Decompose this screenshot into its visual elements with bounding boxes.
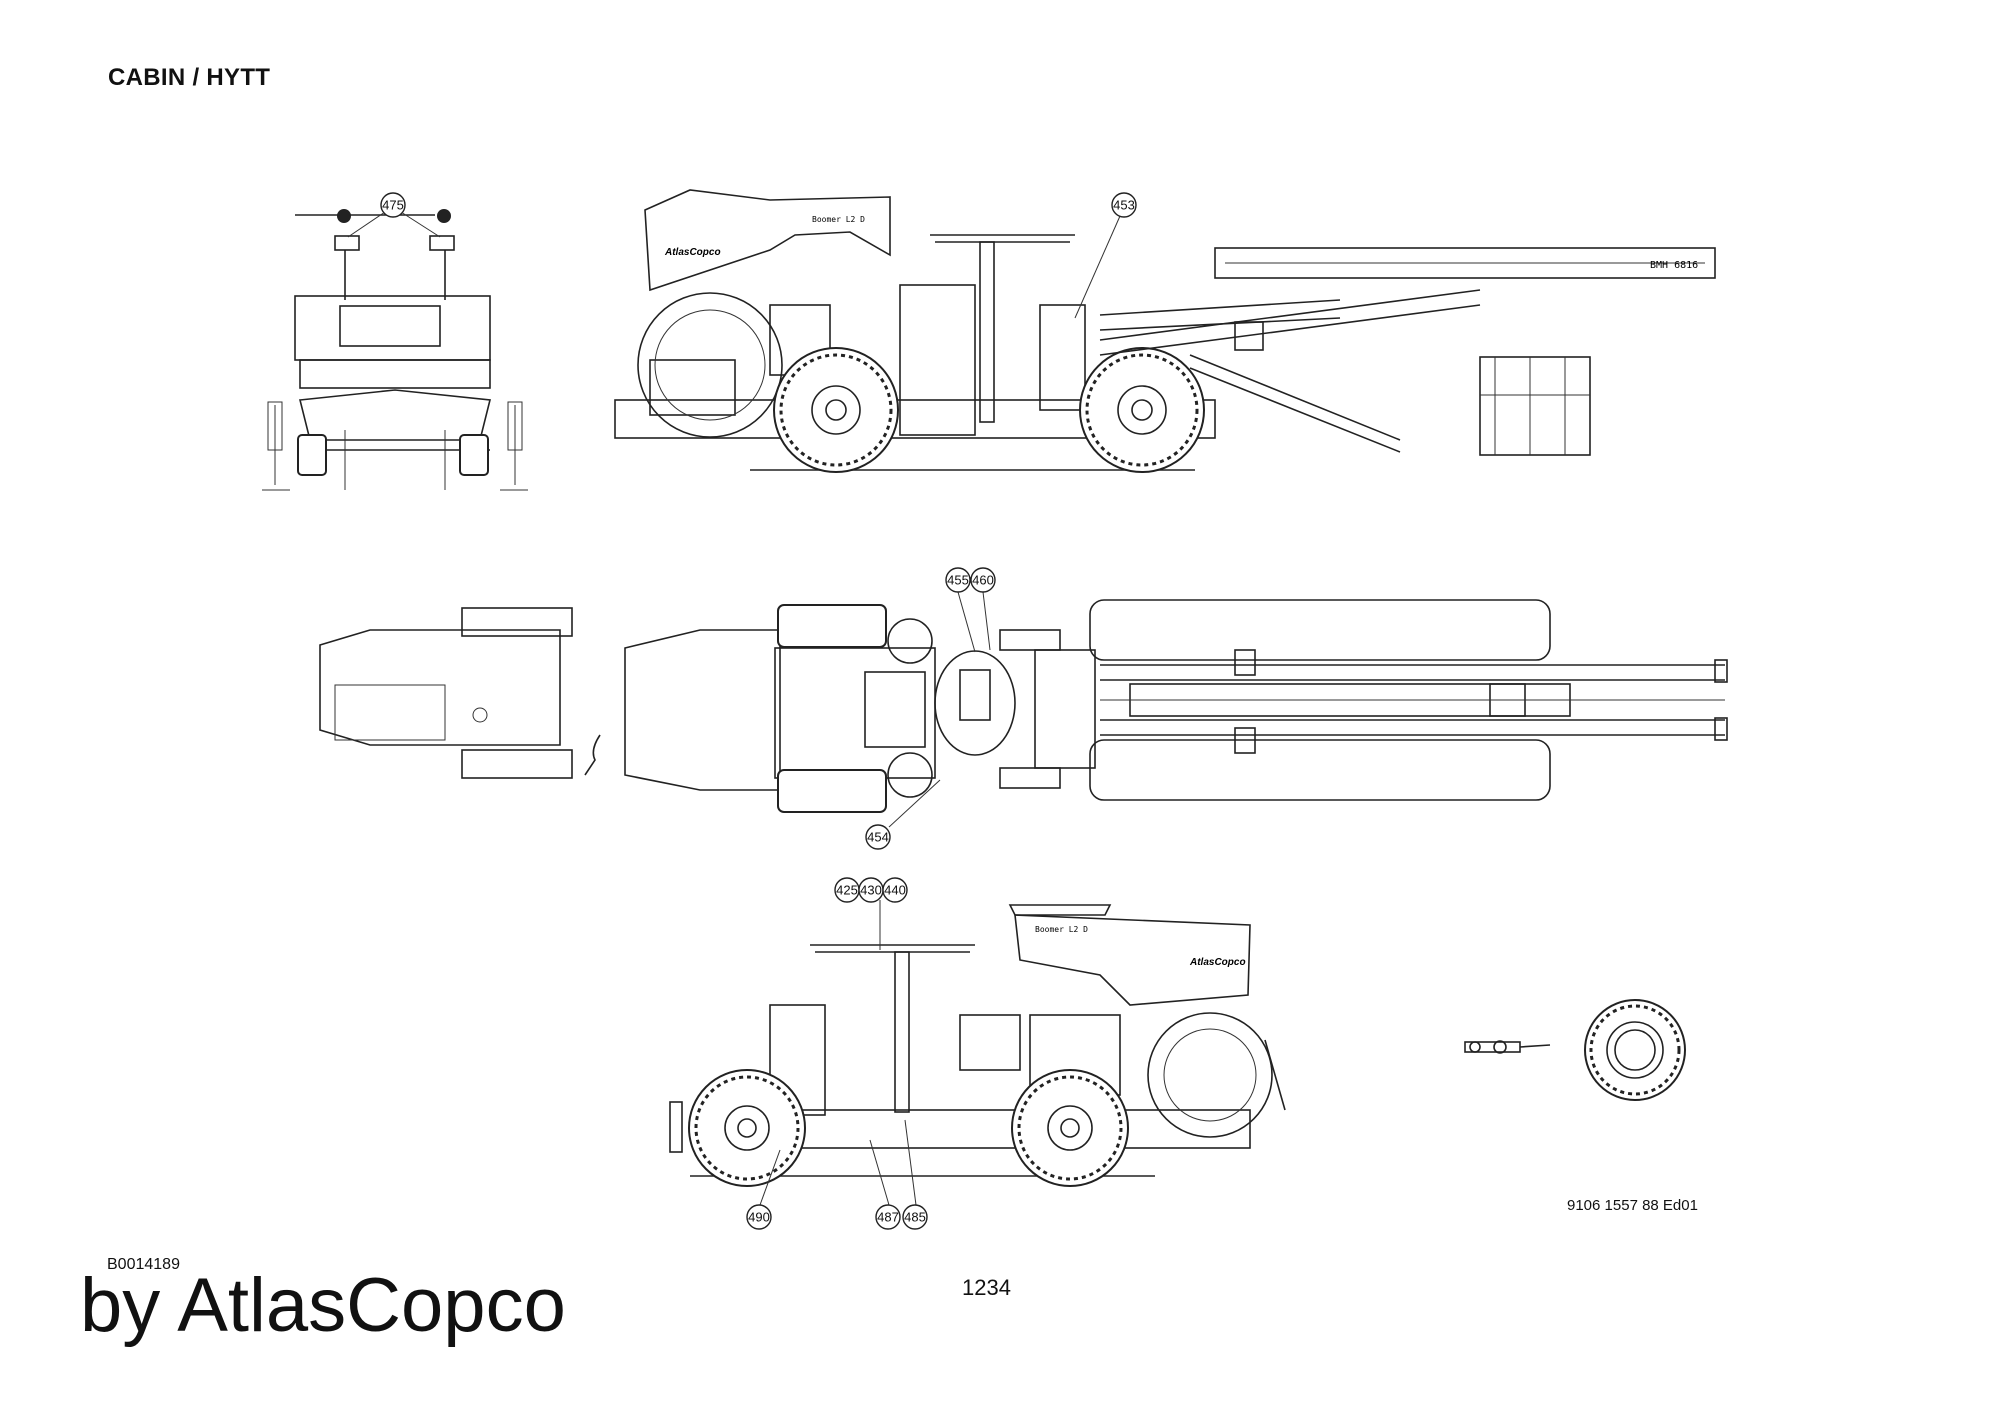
brand-line: by AtlasCopco bbox=[80, 1263, 566, 1348]
svg-text:453: 453 bbox=[1113, 198, 1135, 213]
feed-label: BMH 6816 bbox=[1650, 260, 1698, 271]
svg-text:425: 425 bbox=[836, 883, 858, 898]
callout-440: 440 bbox=[882, 877, 908, 903]
svg-text:430: 430 bbox=[860, 883, 882, 898]
callout-475: 475 bbox=[380, 192, 406, 218]
svg-text:485: 485 bbox=[904, 1210, 926, 1225]
top-view bbox=[319, 599, 1728, 813]
svg-text:440: 440 bbox=[884, 883, 906, 898]
model-label-side: Boomer L2 D bbox=[812, 215, 865, 224]
svg-text:487: 487 bbox=[877, 1210, 899, 1225]
side-view-bottom: Boomer L2 D AtlasCopco bbox=[669, 904, 1286, 1187]
svg-text:460: 460 bbox=[972, 573, 994, 588]
callout-430: 430 bbox=[858, 877, 884, 903]
svg-text:475: 475 bbox=[382, 198, 404, 213]
callout-487: 487 bbox=[875, 1204, 901, 1230]
svg-text:454: 454 bbox=[867, 830, 889, 845]
drawing-number: 9106 1557 88 Ed01 bbox=[1567, 1197, 1698, 1214]
callout-453: 453 bbox=[1111, 192, 1137, 218]
model-label-lower: Boomer L2 D bbox=[1035, 925, 1088, 934]
side-view-top: Boomer L2 D AtlasCopco BMH 6816 bbox=[614, 189, 1716, 473]
callout-460: 460 bbox=[970, 567, 996, 593]
leader-lines bbox=[347, 211, 1121, 1206]
callout-425: 425 bbox=[834, 877, 860, 903]
reference-code: B0014189 bbox=[107, 1256, 180, 1273]
front-view bbox=[262, 209, 528, 491]
page-title: CABIN / HYTT bbox=[108, 64, 271, 91]
svg-text:455: 455 bbox=[947, 573, 969, 588]
callout-485: 485 bbox=[902, 1204, 928, 1230]
maker-label-lower: AtlasCopco bbox=[1189, 957, 1246, 968]
page-number: 1234 bbox=[962, 1275, 1011, 1300]
svg-text:490: 490 bbox=[748, 1210, 770, 1225]
callout-455: 455 bbox=[945, 567, 971, 593]
callout-454: 454 bbox=[865, 824, 891, 850]
callout-490: 490 bbox=[746, 1204, 772, 1230]
detail-views bbox=[1464, 999, 1686, 1101]
maker-label-side: AtlasCopco bbox=[664, 247, 721, 258]
